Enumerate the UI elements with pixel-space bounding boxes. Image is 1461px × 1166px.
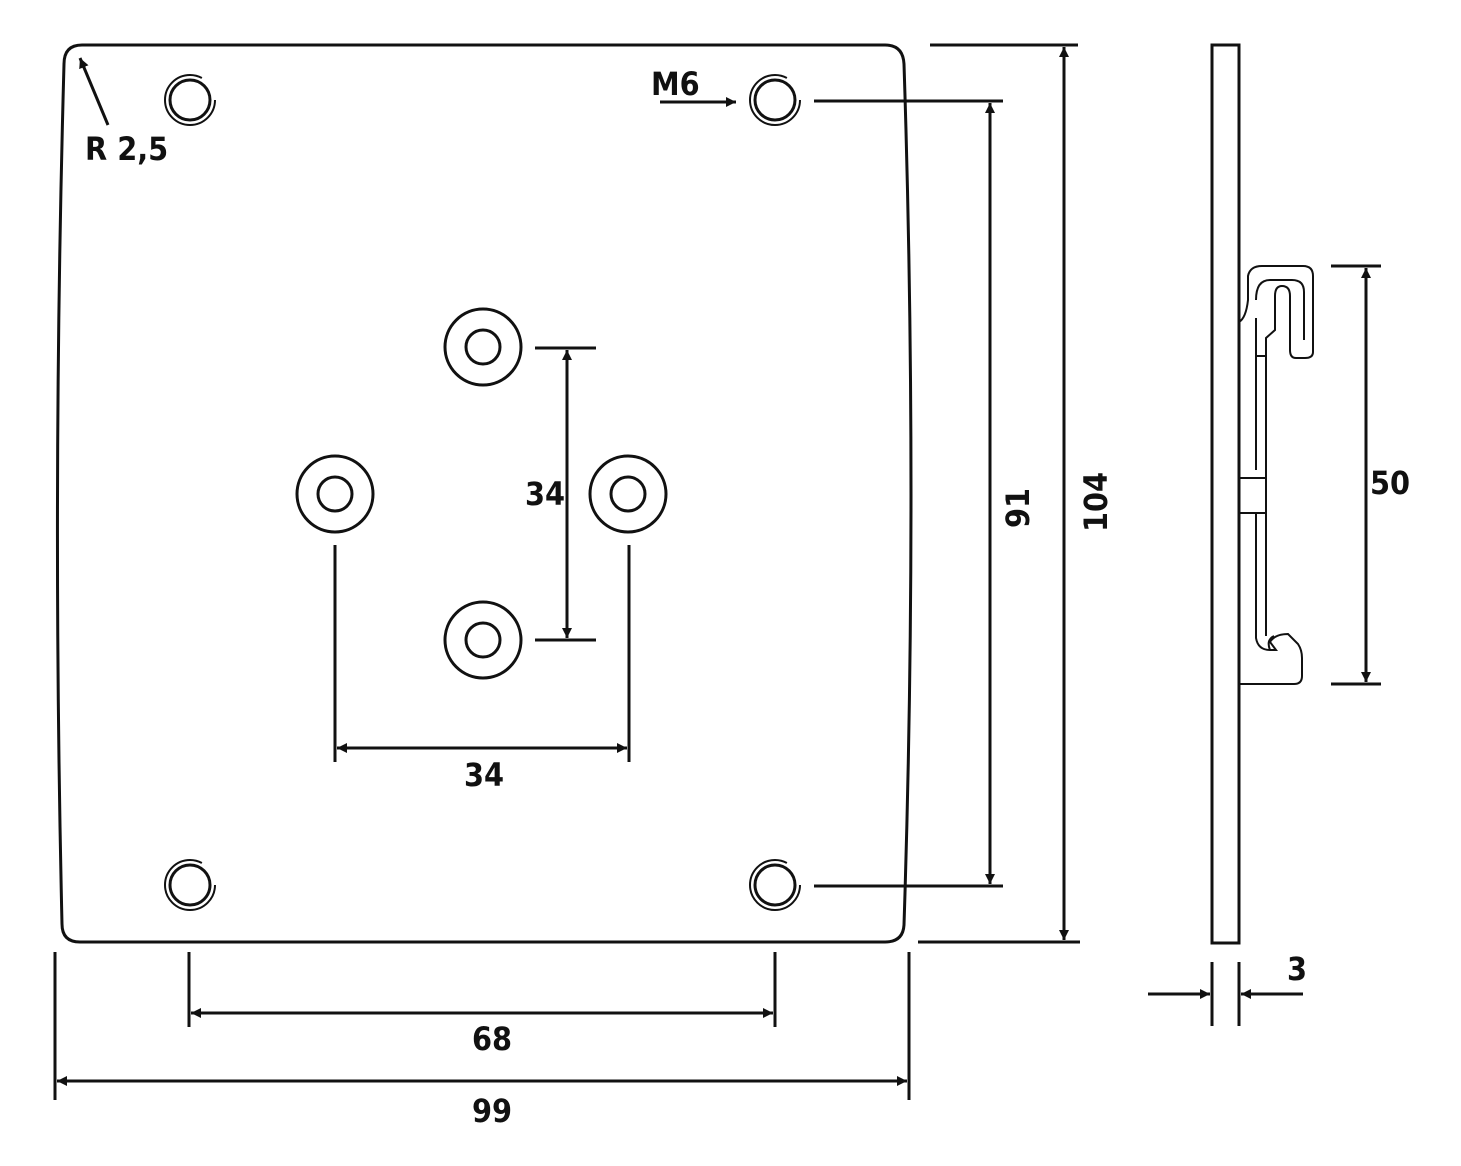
side-view: 50 3 [1148, 43, 1410, 1026]
thread-label: M6 [651, 65, 700, 103]
inner-hole-bottom [443, 600, 523, 680]
corner-hole-bottom-right [749, 859, 801, 911]
plate-width-label: 99 [472, 1092, 512, 1130]
thread-callout: M6 [651, 65, 736, 107]
corner-hole-bottom-left [164, 859, 216, 911]
clip-height-label: 50 [1370, 464, 1410, 502]
outer-hole-spacing-vertical-label: 91 [999, 488, 1037, 528]
dimension-plate-width: 99 [53, 952, 911, 1130]
dimension-inner-horizontal: 34 [333, 545, 631, 794]
inner-horizontal-spacing-label: 34 [464, 756, 504, 794]
dimension-clip-height: 50 [1331, 264, 1410, 686]
plate-side-profile [1210, 43, 1241, 945]
dimension-hole-spacing-horizontal: 68 [187, 952, 777, 1058]
inner-hole-top [443, 307, 523, 387]
dimension-hole-spacing-vertical: 91 [814, 99, 1037, 888]
din-rail-clip [1238, 265, 1314, 685]
dimension-plate-height: 104 [918, 43, 1115, 944]
dimension-plate-thickness: 3 [1148, 950, 1307, 1026]
corner-radius-label: R 2,5 [85, 130, 168, 168]
plate-outline [55, 43, 913, 944]
inner-hole-left [295, 454, 375, 534]
inner-hole-right [588, 454, 668, 534]
corner-radius-callout: R 2,5 [78, 57, 168, 168]
plate-height-label: 104 [1077, 472, 1115, 532]
plate-thickness-label: 3 [1287, 950, 1307, 988]
inner-vertical-spacing-label: 34 [525, 475, 565, 513]
corner-hole-top-left [164, 74, 216, 126]
outer-hole-spacing-horizontal-label: 68 [472, 1020, 512, 1058]
front-view: R 2,5 M6 34 34 91 [53, 43, 1115, 1130]
dimension-inner-vertical: 34 [525, 346, 596, 642]
corner-hole-top-right [749, 74, 801, 126]
